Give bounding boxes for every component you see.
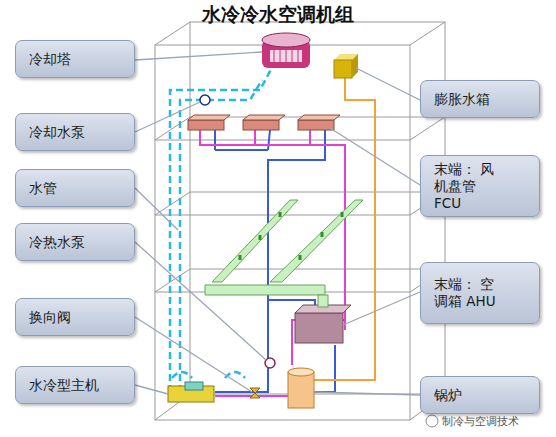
cooling-water-pipe <box>170 62 275 392</box>
diagram-title: 水冷冷水空调机组 <box>0 2 556 28</box>
chw-pump <box>265 358 275 368</box>
callout-text: 膨胀水箱 <box>421 91 534 108</box>
callout-text: 锅炉 <box>421 387 534 404</box>
building-frame <box>155 22 445 420</box>
callout-box: 末端： 空调箱 AHU <box>420 262 540 324</box>
callout-box: 冷热水泵 <box>15 223 135 261</box>
ahu <box>295 295 351 343</box>
fan-coil <box>188 115 340 130</box>
callout-box: 换向阀 <box>15 298 135 336</box>
callout-text: 水冷型主机 <box>16 377 129 394</box>
callout-box: 水管 <box>15 169 135 207</box>
callout-text: 冷却水泵 <box>16 124 129 141</box>
callout-box: 冷却水泵 <box>15 113 135 151</box>
callout-text: 冷却塔 <box>16 51 129 68</box>
expansion-tank <box>334 54 358 78</box>
callout-box: 末端： 风机盘管 FCU <box>420 155 540 217</box>
chiller <box>168 382 214 402</box>
cooling-tower <box>262 33 310 68</box>
callout-text: 换向阀 <box>16 309 129 326</box>
leader-line <box>135 52 420 395</box>
callout-text: 水管 <box>16 180 129 197</box>
callout-text: 末端： 风机盘管 FCU <box>421 161 496 212</box>
watermark-icon <box>426 415 438 427</box>
reversing-valve <box>250 388 260 398</box>
callout-box: 膨胀水箱 <box>420 80 540 118</box>
callout-box: 冷却塔 <box>15 40 135 78</box>
boiler <box>288 368 314 408</box>
callout-box: 锅炉 <box>420 376 540 414</box>
watermark: 制冷与空调技术 <box>442 414 519 429</box>
air-duct <box>205 200 363 295</box>
callout-text: 末端： 空调箱 AHU <box>421 276 496 310</box>
return-pipe <box>200 130 345 396</box>
callout-box: 水冷型主机 <box>15 366 135 404</box>
cooling-pump <box>200 95 210 105</box>
callout-text: 冷热水泵 <box>16 234 129 251</box>
